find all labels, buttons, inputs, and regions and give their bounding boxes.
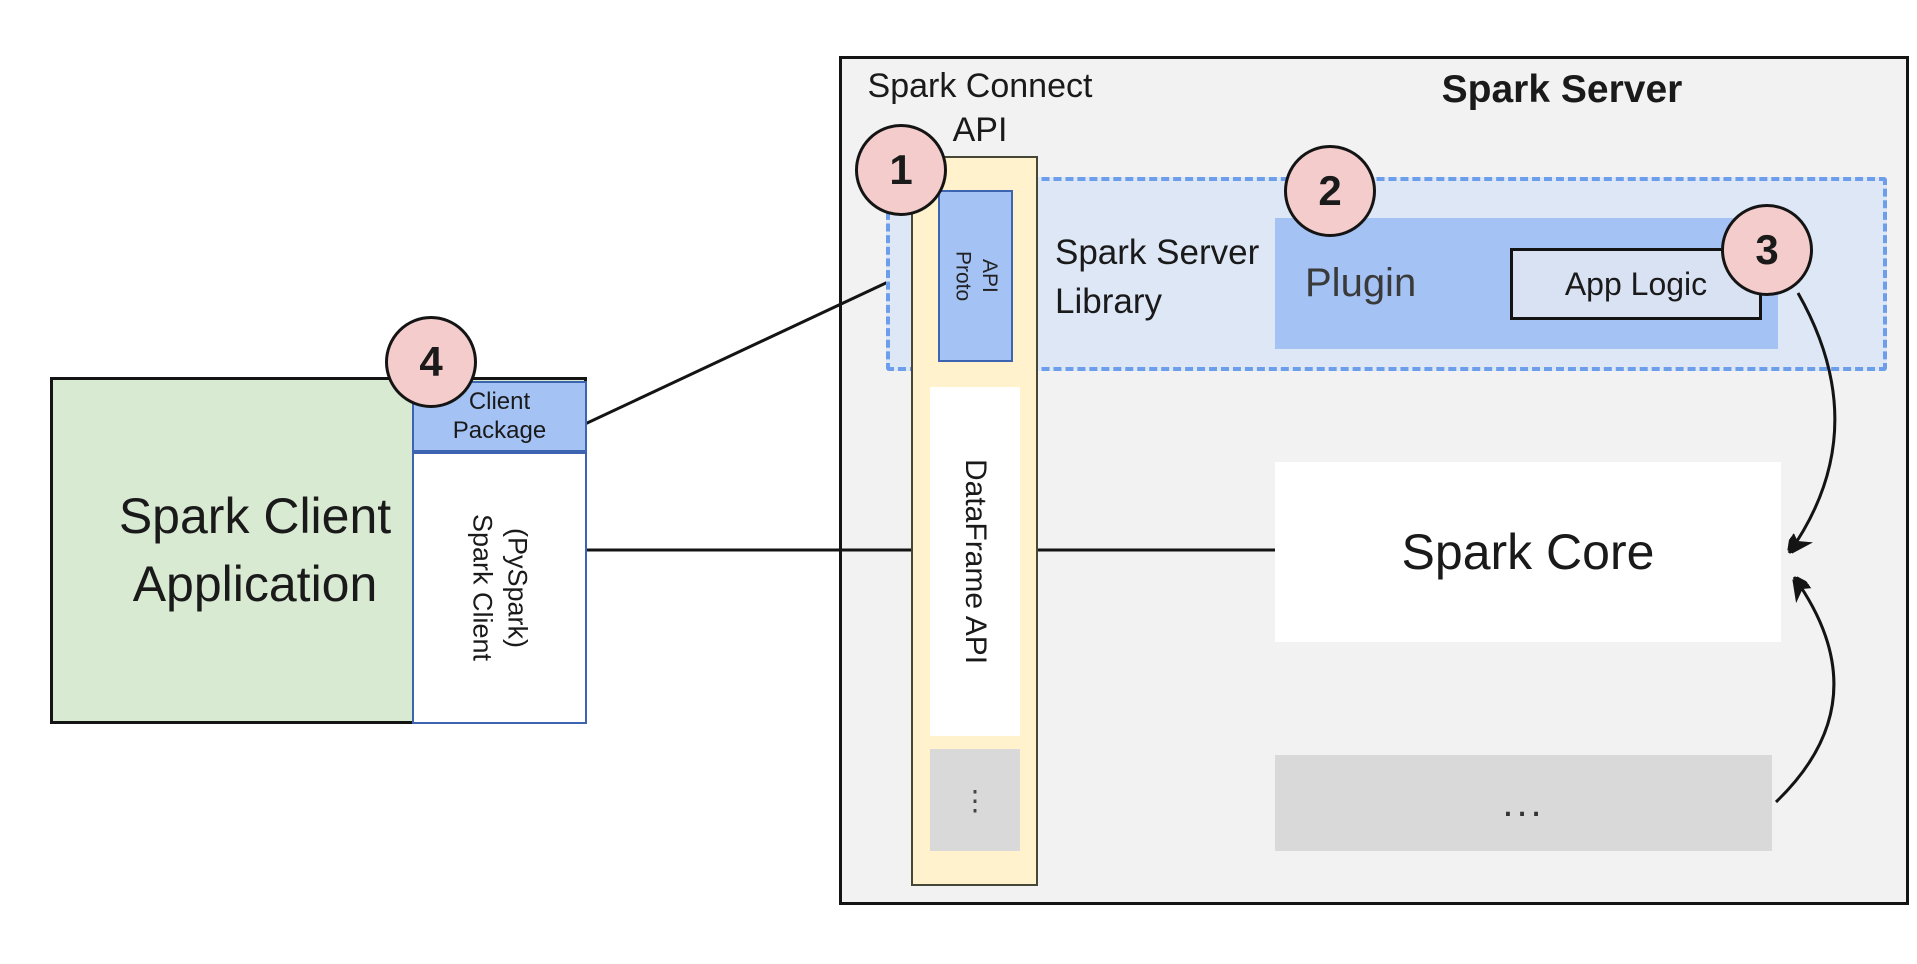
- badge-2: 2: [1284, 145, 1376, 237]
- api-column-ellipsis-box: ⋮: [930, 749, 1020, 851]
- spark-connect-api-label: Spark Connect API: [867, 67, 1093, 150]
- spark-server-title: Spark Server: [1441, 68, 1683, 111]
- app-logic-box: App Logic: [1510, 248, 1762, 320]
- spark-client-application-label: Spark Client Application: [118, 488, 392, 612]
- client-package-box: Client Package: [412, 381, 587, 452]
- dataframe-api-box: DataFrame API: [930, 387, 1020, 736]
- server-ellipsis-box: ...: [1275, 755, 1772, 851]
- badge-3: 3: [1721, 204, 1813, 296]
- plugin-label: Plugin: [1305, 261, 1417, 305]
- badge-1: 1: [855, 124, 947, 216]
- proto-api-box: Proto API: [938, 190, 1013, 362]
- spark-client-library-box: Spark Client (PySpark): [412, 452, 587, 724]
- spark-core-box: Spark Core: [1275, 462, 1781, 642]
- badge-4: 4: [385, 316, 477, 408]
- spark-server-library-label: Spark Server Library: [1055, 233, 1260, 321]
